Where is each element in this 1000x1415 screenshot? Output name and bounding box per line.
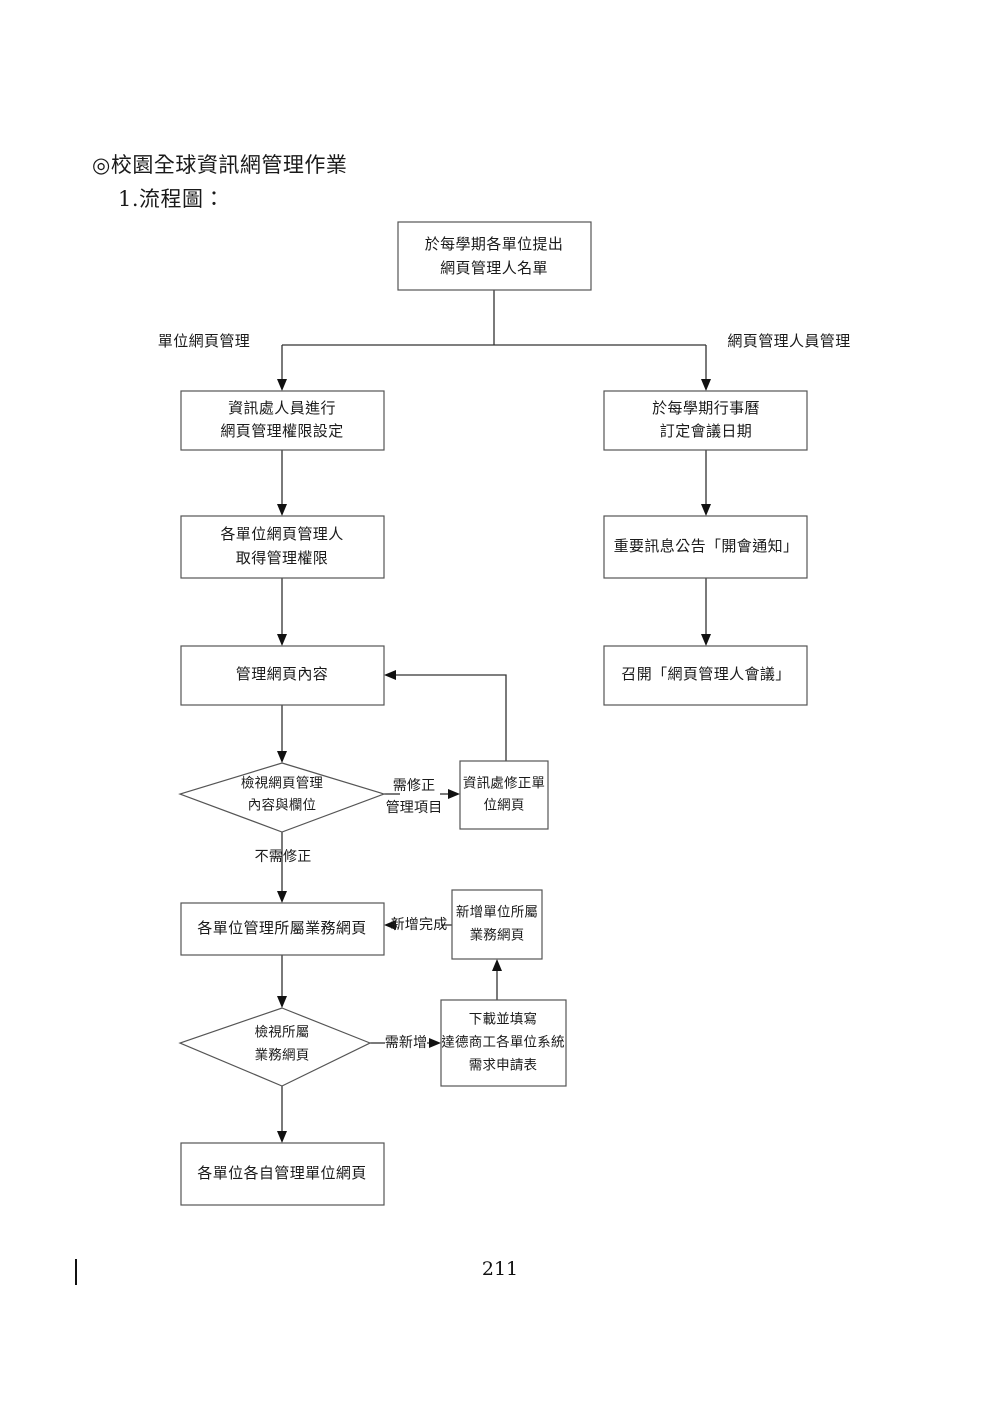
edge-label-need-fix-line1: 需修正 (393, 778, 436, 794)
edge-label-need-add: 需新增 (385, 1035, 428, 1051)
node-right2 (603, 515, 808, 579)
section-subtitle: 1.流程圖： (118, 187, 226, 212)
arrowhead-decision2-to-left5 (277, 1131, 287, 1143)
node-add (451, 889, 543, 960)
page-heading-block: ◎校園全球資訊網管理作業 1.流程圖： (92, 150, 792, 215)
arrowhead-left3-to-decision1 (277, 751, 287, 763)
node-decision1-line2: 內容與欄位 (248, 797, 317, 814)
arrowhead-left4-to-decision2 (277, 996, 287, 1008)
node-decision1 (178, 762, 386, 833)
node-right1-line2: 訂定會議日期 (660, 422, 752, 440)
node-start (397, 221, 592, 291)
node-left2-line1: 各單位網頁管理人 (220, 525, 343, 543)
arrowhead-bus-to-right1 (701, 379, 711, 391)
node-right3 (603, 645, 808, 706)
node-fix (459, 760, 549, 830)
node-start-line2: 網頁管理人名單 (440, 259, 548, 277)
arrowhead-left2-to-left3 (277, 634, 287, 646)
node-form-line2: 達德商工各單位系統 (441, 1035, 564, 1051)
node-decision1-line1: 檢視網頁管理 (241, 775, 323, 792)
branch-label-left: 單位網頁管理 (158, 332, 250, 350)
arrowhead-fix-feedback (384, 670, 396, 680)
arrowhead-right2-to-right3 (701, 634, 711, 646)
node-form-line1: 下載並填寫 (469, 1011, 538, 1028)
node-left2-line2: 取得管理權限 (236, 549, 328, 567)
node-left4-line1: 各單位管理所屬業務網頁 (197, 919, 366, 937)
connector-fix-feedback (392, 674, 507, 761)
edge-label-add-done: 新增完成 (391, 917, 448, 933)
node-fix-line2: 位網頁 (483, 798, 524, 814)
node-start-line1: 於每學期各單位提出 (425, 235, 564, 253)
arrowhead-bus-to-left1 (277, 379, 287, 391)
node-left1-line1: 資訊處人員進行 (228, 399, 336, 417)
edge-label-no-fix: 不需修正 (255, 849, 312, 865)
node-right2-line1: 重要訊息公告「開會通知」 (614, 537, 799, 555)
node-decision2-line1: 檢視所屬 (255, 1024, 310, 1041)
node-left4 (180, 902, 385, 956)
node-fix-line1: 資訊處修正單 (463, 776, 545, 792)
page-title: ◎校園全球資訊網管理作業 (92, 153, 348, 177)
node-left3-line1: 管理網頁內容 (236, 665, 328, 683)
node-decision2-line2: 業務網頁 (255, 1048, 310, 1064)
page-footer: 211 (0, 1258, 1000, 1318)
arrowhead-to-form (429, 1038, 441, 1048)
node-left1-line2: 網頁管理權限設定 (220, 422, 343, 440)
margin-tick-mark (75, 1259, 77, 1285)
node-left1 (180, 390, 385, 451)
node-form-line3: 需求申請表 (469, 1058, 538, 1074)
branch-label-right: 網頁管理人員管理 (727, 332, 850, 350)
node-right1 (603, 390, 808, 451)
node-right3-line1: 召開「網頁管理人會議」 (621, 665, 790, 683)
node-right1-line1: 於每學期行事曆 (652, 399, 760, 417)
node-add-line2: 業務網頁 (470, 928, 525, 944)
page-number: 211 (481, 1258, 519, 1280)
edge-label-need-fix-line2: 管理項目 (386, 799, 443, 816)
node-decision2 (178, 1007, 372, 1087)
node-add-line1: 新增單位所屬 (456, 905, 538, 921)
node-form (440, 999, 567, 1087)
arrowhead-to-fix (448, 789, 460, 799)
node-left3 (180, 645, 385, 706)
arrowhead-left1-to-left2 (277, 504, 287, 516)
node-left5 (180, 1142, 385, 1206)
node-left2 (180, 515, 385, 579)
arrowhead-form-to-add (492, 959, 502, 971)
arrowhead-right1-to-right2 (701, 504, 711, 516)
arrowhead-decision1-to-left4 (277, 891, 287, 903)
arrowhead-add-to-left4 (384, 920, 396, 930)
node-left5-line1: 各單位各自管理單位網頁 (197, 1164, 366, 1182)
